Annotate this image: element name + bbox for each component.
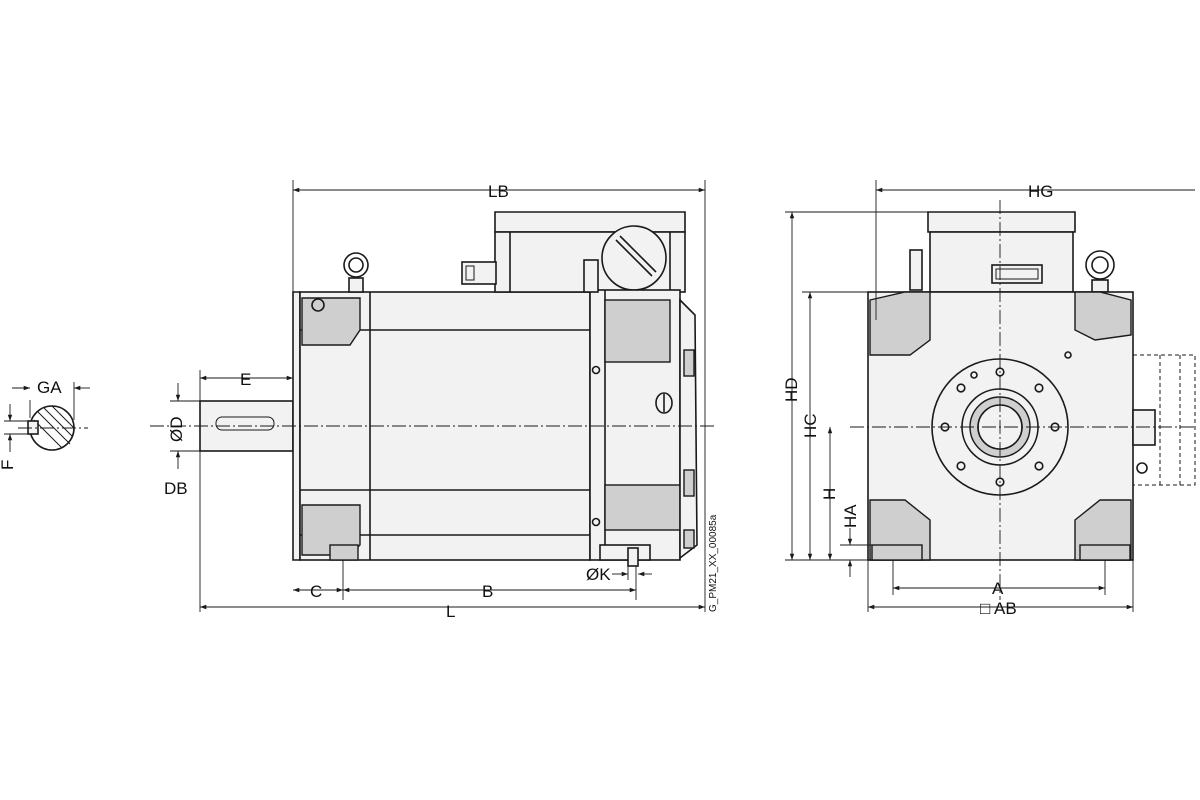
label-b: B bbox=[482, 582, 493, 601]
side-view-dimensions bbox=[170, 180, 706, 612]
label-db: DB bbox=[164, 479, 188, 498]
label-h: H bbox=[820, 488, 839, 500]
label-hg: HG bbox=[1028, 182, 1054, 201]
label-l: L bbox=[446, 602, 455, 621]
label-hc: HC bbox=[801, 413, 820, 438]
label-k: ØK bbox=[586, 565, 611, 584]
label-lb: LB bbox=[488, 182, 509, 201]
drawing-code: G_PM21_XX_00085a bbox=[708, 514, 719, 612]
label-ha: HA bbox=[841, 504, 860, 528]
label-a: A bbox=[992, 579, 1004, 598]
label-c: C bbox=[310, 582, 322, 601]
label-ab: □ AB bbox=[980, 599, 1017, 618]
label-ga: GA bbox=[37, 378, 62, 397]
label-d: ØD bbox=[167, 417, 186, 443]
label-e: E bbox=[240, 370, 251, 389]
end-view-dimensions bbox=[785, 180, 1195, 612]
end-view bbox=[850, 200, 1196, 600]
label-f: F bbox=[0, 460, 17, 470]
shaft-cross-section bbox=[4, 382, 90, 452]
label-hd: HD bbox=[782, 377, 801, 402]
side-view bbox=[150, 211, 715, 567]
